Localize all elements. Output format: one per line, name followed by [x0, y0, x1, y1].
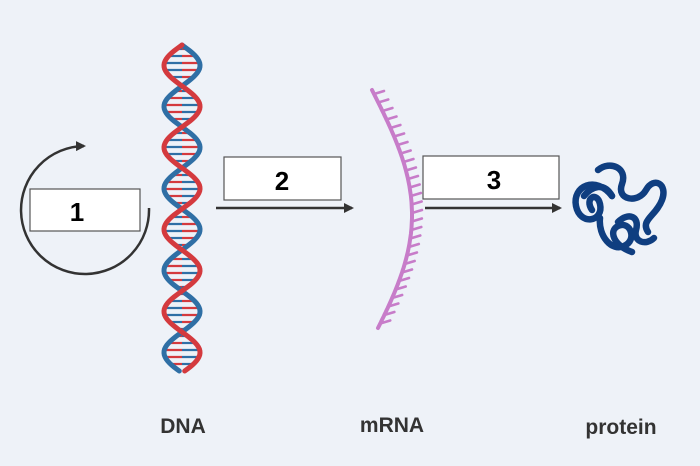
step-1-number: 1: [70, 197, 84, 227]
mrna-base: [403, 259, 416, 266]
translation-step: 3: [422, 155, 562, 213]
step-3-number: 3: [487, 165, 501, 195]
mrna-base: [387, 302, 400, 308]
mrna-base: [376, 98, 390, 104]
mrna-label: mRNA: [360, 414, 424, 437]
transcription-step: 2: [216, 156, 354, 213]
mrna-base: [408, 183, 421, 189]
mrna-base: [390, 293, 404, 300]
mrna-base: [399, 149, 412, 155]
protein-label: protein: [585, 416, 656, 439]
mrna-base: [407, 242, 421, 249]
mrna-base: [410, 217, 424, 223]
mrna-base: [402, 157, 415, 164]
mrna-base: [378, 319, 392, 325]
dna-label: DNA: [160, 415, 206, 438]
mrna-base: [408, 234, 422, 240]
step-2-box[interactable]: 2: [223, 156, 342, 201]
mrna-base: [410, 208, 424, 215]
dna-double-helix-icon: [161, 42, 203, 374]
mrna-strand-icon: [370, 88, 424, 330]
mrna-base: [404, 166, 418, 172]
mrna-base: [372, 89, 386, 96]
mrna-base: [389, 123, 402, 130]
mrna-base: [396, 140, 409, 147]
mrna-base: [392, 132, 406, 138]
mrna-backbone: [370, 88, 414, 330]
mrna-base: [394, 285, 408, 291]
step-2-number: 2: [275, 166, 289, 196]
mrna-base: [410, 200, 423, 206]
circular-arrow-icon: [19, 141, 151, 276]
mrna-base: [406, 174, 420, 181]
mrna-base: [400, 268, 414, 274]
mrna-base: [409, 225, 423, 232]
step-1-box[interactable]: 1: [29, 188, 141, 232]
replication-step: 1: [19, 141, 151, 276]
mrna-base: [409, 191, 423, 198]
folded-protein-icon: [572, 162, 667, 256]
mrna-base: [397, 276, 411, 283]
mrna-base: [381, 106, 394, 113]
step-3-box[interactable]: 3: [422, 155, 560, 200]
dna-strand-red: [161, 42, 203, 374]
mrna-base: [405, 251, 419, 257]
mrna-base: [385, 115, 398, 121]
mrna-base: [383, 310, 396, 317]
